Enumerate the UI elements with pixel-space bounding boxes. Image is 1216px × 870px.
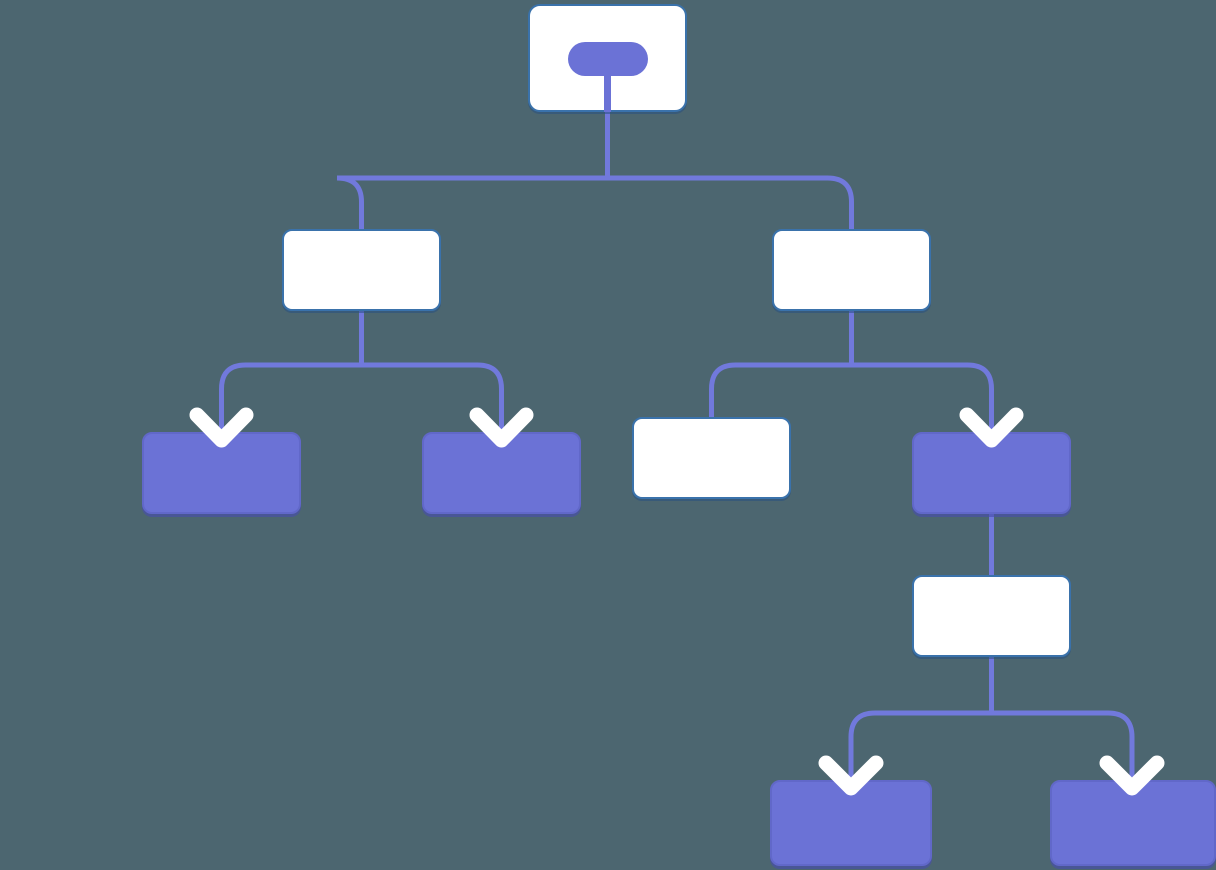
- edge-right-to-child-b: [851, 362, 994, 438]
- root-pill-shape: [568, 42, 648, 76]
- edge-r2-to-child-a: [848, 710, 992, 786]
- node-left-branch[interactable]: [282, 229, 441, 311]
- node-leaf-left-b[interactable]: [422, 432, 581, 514]
- node-sub-branch[interactable]: [912, 575, 1071, 657]
- edge-right-to-child-a: [709, 362, 852, 417]
- node-branch-right-b[interactable]: [912, 432, 1071, 514]
- node-leaf-bottom-b[interactable]: [1050, 780, 1216, 866]
- node-leaf-right-a[interactable]: [632, 417, 791, 499]
- edge-r2-to-child-b: [991, 710, 1135, 786]
- node-leaf-bottom-a[interactable]: [770, 780, 932, 866]
- root-pill-stem: [604, 74, 611, 112]
- node-leaf-left-a[interactable]: [142, 432, 301, 514]
- edge-left-to-child-a: [219, 362, 362, 438]
- node-right-branch[interactable]: [772, 229, 931, 311]
- edge-left-to-child-b: [361, 362, 504, 438]
- edge-root-to-left: [336, 175, 608, 229]
- node-root[interactable]: [528, 4, 687, 112]
- edge-root-to-right: [607, 175, 854, 229]
